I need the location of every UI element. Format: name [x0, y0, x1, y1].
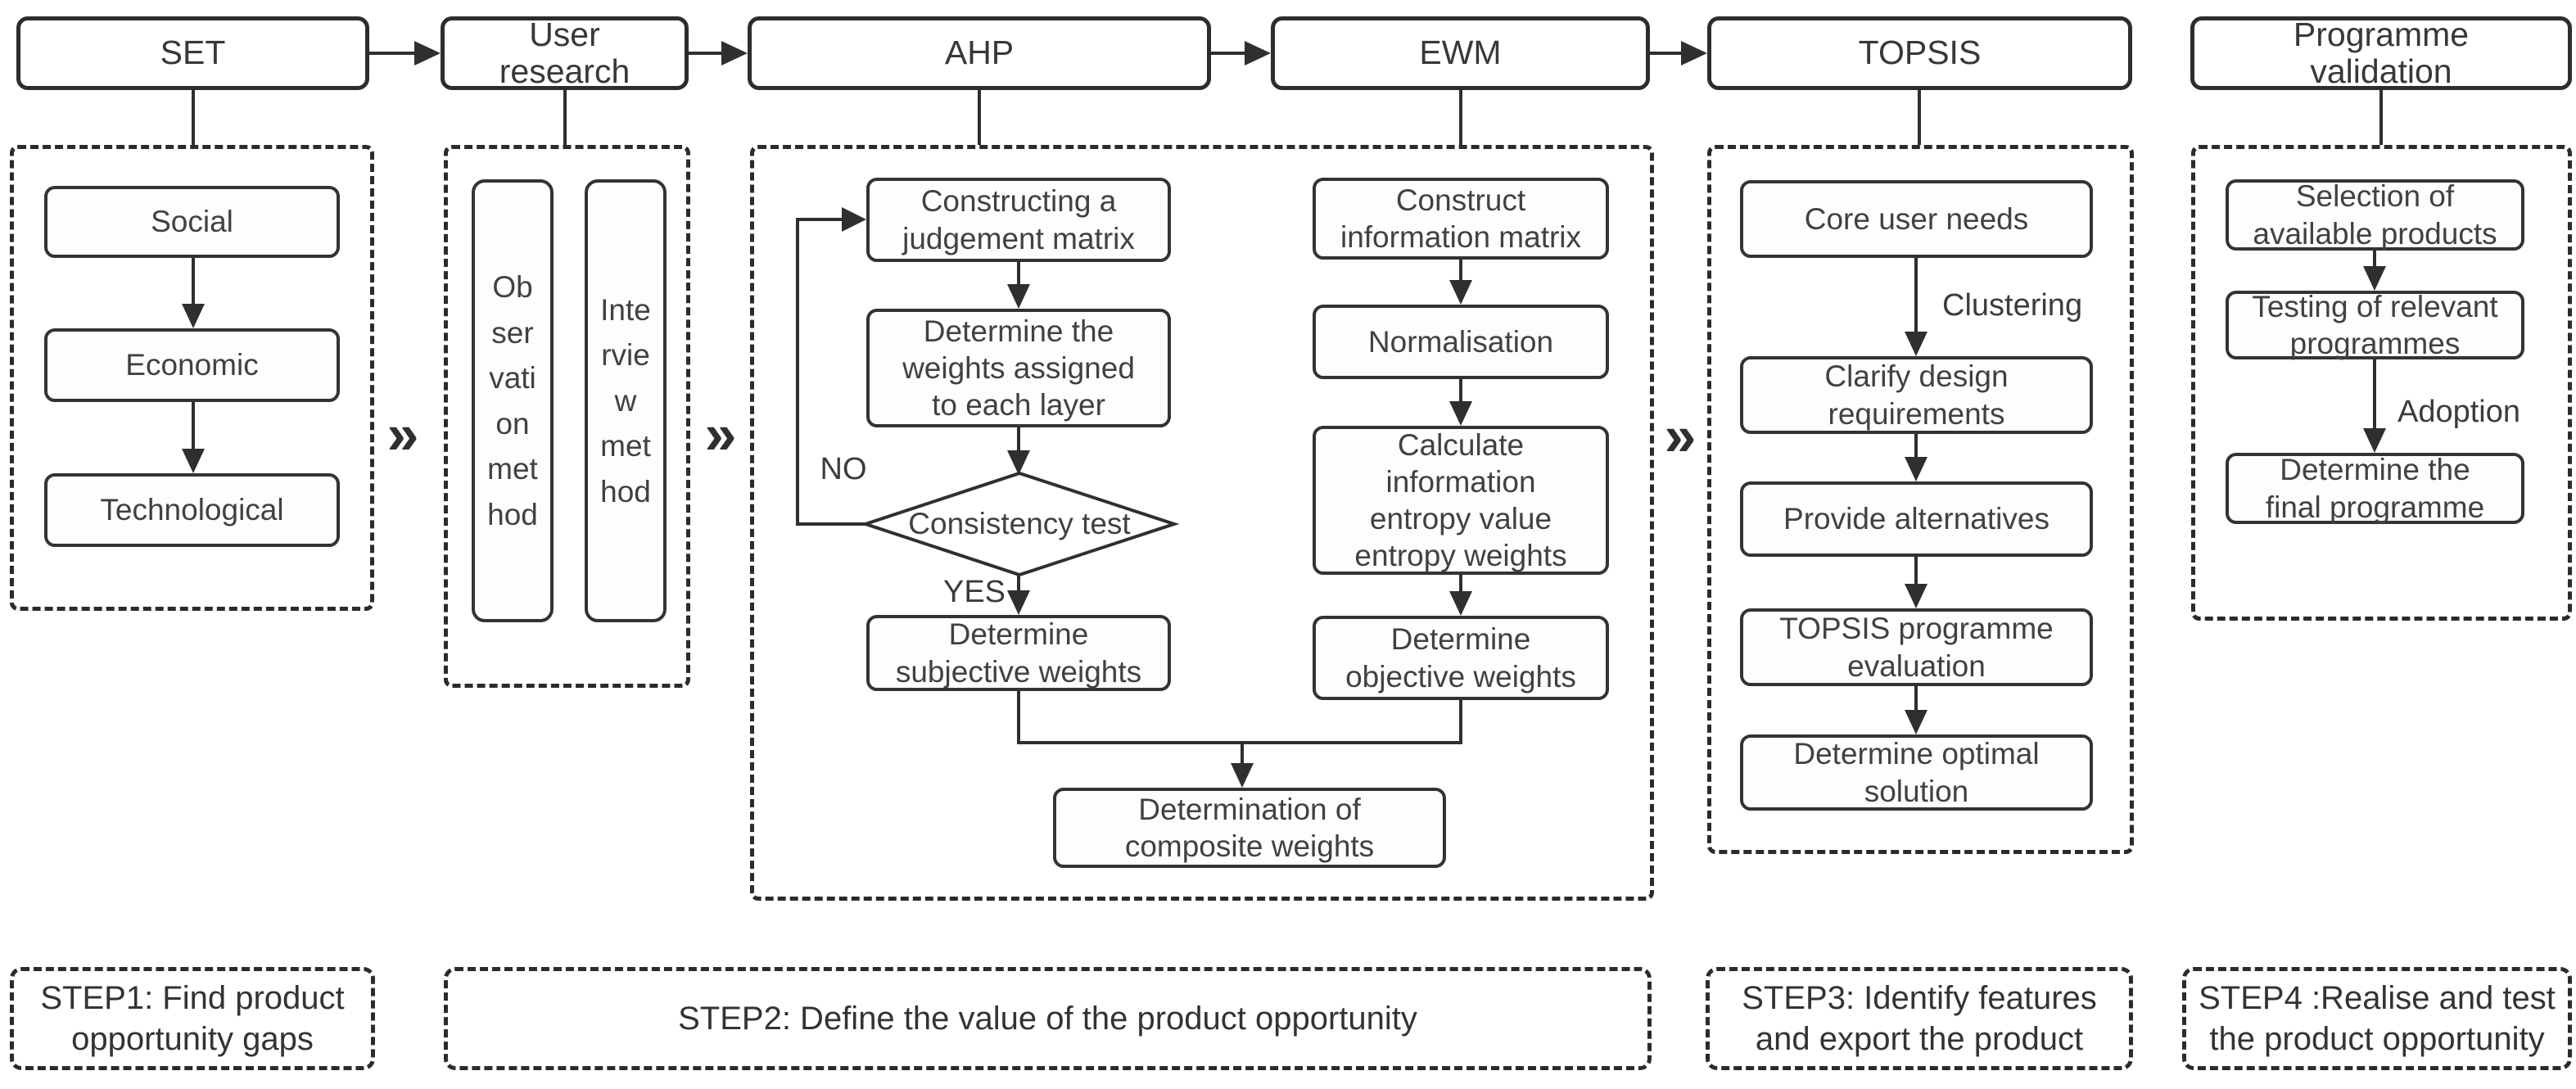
- node-composite-weights: Determination of composite weights: [1053, 788, 1446, 868]
- node-testing-programmes: Testing of relevant programmes: [2226, 290, 2524, 360]
- node-information-matrix: Construct information matrix: [1313, 178, 1609, 260]
- arrow-set-to-user-research: [369, 41, 441, 66]
- diamond-consistency-shape: [860, 471, 1180, 577]
- label-clustering: Clustering: [1942, 287, 2083, 323]
- arrow-evaluation-optimal: [1905, 686, 1927, 734]
- container-ahp-ewm: [750, 145, 1654, 901]
- arrow-clarify-provide: [1905, 434, 1927, 481]
- header-ewm: EWM: [1271, 16, 1650, 90]
- arrow-economic-technological: [182, 402, 205, 473]
- node-economic: Economic: [44, 328, 340, 402]
- header-ahp: AHP: [748, 16, 1211, 90]
- arrow-entropy-objective: [1449, 575, 1472, 616]
- node-judgement-matrix: Constructing a judgement matrix: [866, 178, 1171, 262]
- step2-box: STEP2: Define the value of the product o…: [444, 967, 1652, 1070]
- node-social: Social: [44, 186, 340, 258]
- node-provide-alternatives: Provide alternatives: [1740, 481, 2093, 557]
- header-set: SET: [16, 16, 369, 90]
- label-no: NO: [820, 451, 867, 486]
- arrow-provide-evaluation: [1905, 557, 1927, 608]
- arrow-ewm-to-topsis: [1650, 41, 1707, 66]
- node-optimal-solution: Determine optimal solution: [1740, 734, 2093, 811]
- node-interview-method: Interview method: [585, 179, 667, 622]
- diamond-consistency-label: Consistency test: [908, 507, 1131, 540]
- step3-box: STEP3: Identify features and export the …: [1706, 967, 2133, 1070]
- label-adoption: Adoption: [2397, 394, 2521, 429]
- header-user-research: User research: [441, 16, 689, 90]
- arrow-construct-weights: [1007, 262, 1030, 309]
- node-technological: Technological: [44, 473, 340, 547]
- node-observation-method: Observation method: [472, 179, 554, 622]
- header-topsis: TOPSIS: [1707, 16, 2132, 90]
- container-set: [10, 145, 374, 611]
- double-chevron-icon: »: [1664, 404, 1697, 468]
- node-layer-weights: Determine the weights assigned to each l…: [866, 309, 1171, 427]
- container-validation: [2191, 145, 2572, 621]
- arrow-weights-diamond: [1007, 427, 1030, 475]
- arrow-user-research-to-ahp: [689, 41, 748, 66]
- arrow-matrix-normalisation: [1449, 260, 1472, 305]
- container-user-research: [444, 145, 690, 688]
- node-core-user-needs: Core user needs: [1740, 180, 2093, 258]
- node-topsis-evaluation: TOPSIS programme evaluation: [1740, 608, 2093, 686]
- step1-box: STEP1: Find product opportunity gaps: [10, 967, 375, 1070]
- double-chevron-icon: »: [704, 402, 737, 466]
- node-entropy-weights: Calculate information entropy value entr…: [1313, 426, 1609, 575]
- arrow-social-economic: [182, 258, 205, 328]
- node-final-programme: Determine the final programme: [2226, 453, 2524, 524]
- node-objective-weights: Determine objective weights: [1313, 616, 1609, 700]
- merge-connector: [1017, 691, 1462, 788]
- arrow-selection-testing: [2363, 251, 2386, 291]
- arrow-testing-final: [2363, 359, 2386, 453]
- node-subjective-weights: Determine subjective weights: [866, 615, 1171, 691]
- header-programme-validation: Programme validation: [2190, 16, 2572, 90]
- double-chevron-icon: »: [386, 402, 419, 466]
- node-selection-products: Selection of available products: [2226, 179, 2524, 251]
- loop-no-back-to-construct: [796, 207, 866, 526]
- container-topsis: [1707, 145, 2134, 854]
- arrow-diamond-subjective: [1007, 575, 1030, 615]
- arrow-ahp-to-ewm: [1211, 41, 1271, 66]
- node-design-requirements: Clarify design requirements: [1740, 356, 2093, 434]
- arrow-normalisation-entropy: [1449, 379, 1472, 426]
- node-normalisation: Normalisation: [1313, 305, 1609, 379]
- step4-box: STEP4 :Realise and test the product oppo…: [2182, 967, 2572, 1070]
- arrow-core-clarify: [1905, 258, 1927, 356]
- label-yes: YES: [942, 574, 1006, 609]
